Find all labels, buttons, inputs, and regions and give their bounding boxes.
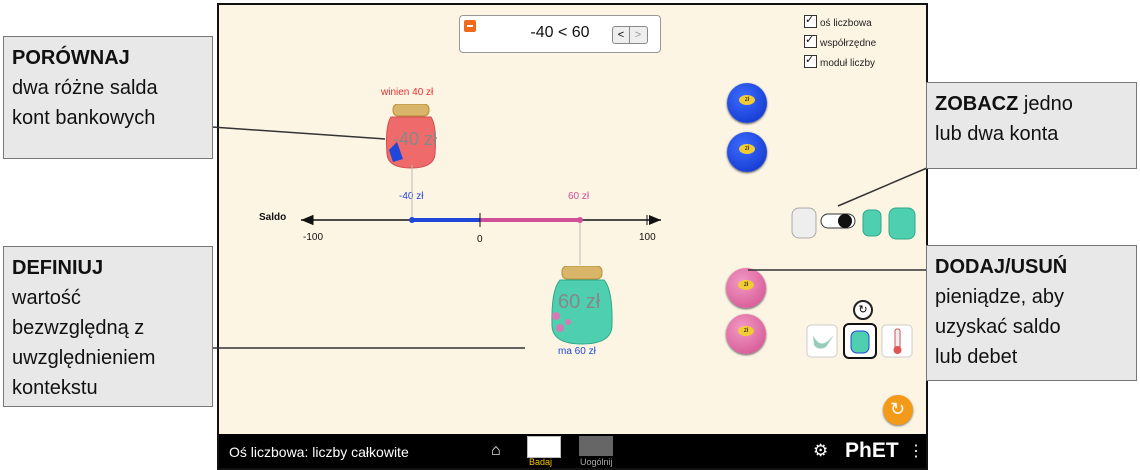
sim-screen: -40 < 60 < > oś liczbowa współrzędne mod…: [217, 3, 928, 470]
sim-title: Oś liczbowa: liczby całkowite: [229, 444, 409, 460]
callout-compare-title: PORÓWNAJ: [12, 47, 130, 69]
withdraw-bottom-button[interactable]: zł: [726, 314, 766, 354]
tab-generalize[interactable]: Uogólnij: [579, 436, 619, 467]
phet-logo: PhET: [845, 439, 899, 462]
minus-icon[interactable]: [464, 20, 476, 32]
comparison-operator: <: [557, 24, 568, 41]
coin-icon: zł: [738, 326, 754, 336]
callout-add: DODAJ/USUŃ pieniądze, aby uzyskać saldo …: [926, 245, 1137, 381]
deposit-top-button[interactable]: zł: [727, 83, 767, 123]
callout-add-title: DODAJ/USUŃ: [935, 256, 1068, 278]
number-line-svg: [301, 165, 661, 265]
jar-icon[interactable]: [385, 104, 437, 170]
display-options: oś liczbowa współrzędne moduł liczby: [804, 13, 877, 75]
callout-compare: PORÓWNAJ dwa różne salda kont bankowych: [3, 36, 213, 159]
refresh-icon: ↻: [890, 399, 906, 419]
jar-bottom-line-label: 60 zł: [568, 191, 590, 202]
checkbox-number-line[interactable]: oś liczbowa: [804, 13, 876, 35]
tick-label-min: -100: [303, 232, 324, 243]
operator-toggle[interactable]: < >: [612, 26, 648, 44]
checkbox-label: współrzędne: [820, 38, 877, 49]
less-than-button[interactable]: <: [613, 27, 630, 43]
checkbox-icon[interactable]: [804, 53, 817, 68]
jar-top-line-label: -40 zł: [399, 191, 424, 202]
callout-define-text4: kontekstu: [12, 377, 98, 399]
callout-view-rest: jedno: [1018, 93, 1073, 115]
comparison-left: -40: [530, 24, 554, 41]
coin-icon: zł: [739, 144, 755, 154]
scene-selector[interactable]: [804, 323, 916, 359]
deposit-bottom-button[interactable]: zł: [726, 268, 766, 308]
tick-label-max: 100: [639, 232, 656, 243]
callout-compare-text1: dwa różne salda: [12, 77, 158, 99]
callout-define-text1: wartość: [12, 287, 81, 309]
checkbox-absolute-value[interactable]: moduł liczby: [804, 53, 876, 75]
jar-bottom-amount: 60 zł: [558, 291, 601, 313]
coin-icon: zł: [739, 95, 755, 105]
navigation-bar: Oś liczbowa: liczby całkowite ⌂ Badaj Uo…: [219, 434, 926, 468]
callout-view: ZOBACZ jedno lub dwa konta: [926, 82, 1137, 169]
comparison-statement: -40 < 60: [460, 24, 660, 42]
reset-all-button[interactable]: ↻: [883, 395, 913, 425]
tab-other-label: Uogólnij: [580, 457, 613, 467]
menu-dots-icon[interactable]: ⋮: [908, 443, 924, 460]
callout-add-text3: lub debet: [935, 346, 1018, 368]
callout-add-text2: uzyskać saldo: [935, 316, 1061, 338]
callout-define-text3: uwzględnieniem: [12, 347, 156, 369]
withdraw-top-button[interactable]: zł: [727, 132, 767, 172]
checkbox-icon[interactable]: [804, 33, 817, 48]
callout-compare-text2: kont bankowych: [12, 107, 156, 129]
greater-than-button[interactable]: >: [634, 29, 642, 41]
callout-define-text2: bezwzględną z: [12, 317, 145, 339]
checkbox-label: moduł liczby: [820, 58, 876, 69]
number-line-label: Saldo: [259, 212, 287, 223]
tab-explore[interactable]: Badaj: [527, 436, 561, 467]
checkbox-icon[interactable]: [804, 13, 817, 28]
account-count-toggle[interactable]: [789, 203, 925, 241]
callout-view-title: ZOBACZ: [935, 93, 1019, 115]
callout-define: DEFINIUJ wartość bezwzględną z uwzględni…: [3, 246, 213, 407]
callout-add-text1: pieniądze, aby: [935, 286, 1064, 308]
tab-active-label: Badaj: [529, 457, 553, 467]
bird-icon: [813, 335, 834, 349]
callout-define-title: DEFINIUJ: [12, 257, 104, 279]
jar-icon[interactable]: [550, 266, 614, 346]
comparison-panel: -40 < 60 < >: [459, 15, 661, 53]
coin-icon: zł: [738, 280, 754, 290]
jar-bottom-caption: ma 60 zł: [558, 346, 596, 357]
comparison-right: 60: [571, 24, 590, 41]
callout-view-text2: lub dwa konta: [935, 123, 1059, 145]
jar-top-amount: -40 zł: [393, 129, 438, 149]
checkbox-coordinates[interactable]: współrzędne: [804, 33, 877, 55]
gear-icon[interactable]: ⚙: [813, 441, 829, 460]
checkbox-label: oś liczbowa: [820, 18, 872, 29]
tick-label-zero: 0: [477, 234, 483, 245]
jar-top-caption: winien 40 zł: [381, 87, 434, 98]
refresh-icon[interactable]: ↻: [853, 300, 873, 320]
home-icon[interactable]: ⌂: [491, 442, 501, 459]
